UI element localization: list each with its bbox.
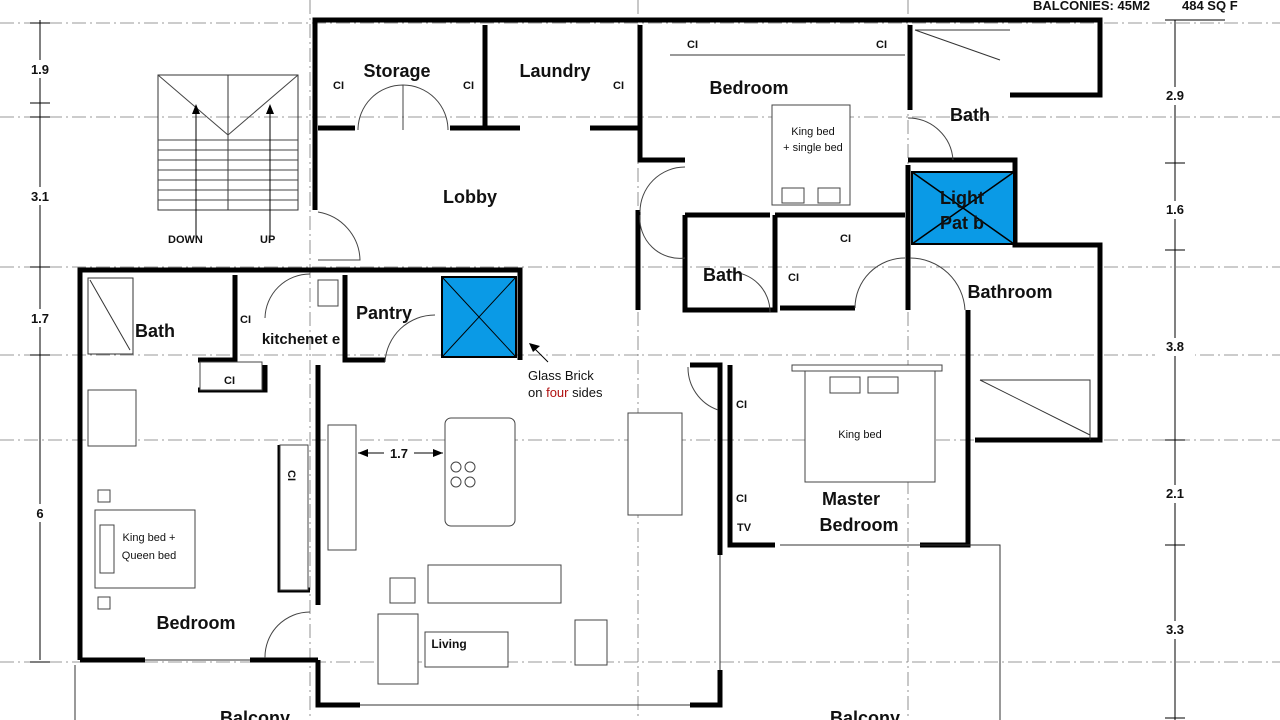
room-pantry: Pantry xyxy=(356,303,412,323)
room-master-line2: Bedroom xyxy=(819,515,898,535)
dim-left-3: 1.7 xyxy=(31,311,49,326)
room-bath-top: Bath xyxy=(950,105,990,125)
kitchen-clearance-dimension: 1.7 xyxy=(358,445,443,461)
closet-label: CI xyxy=(333,80,344,92)
light-patio xyxy=(911,171,1015,245)
room-bedroom-left: Bedroom xyxy=(156,613,235,633)
closet-label: CI xyxy=(736,399,747,411)
closet-label: CI xyxy=(788,272,799,284)
stair-up-label: UP xyxy=(260,234,275,246)
bed-label-left-1: King bed + xyxy=(123,532,176,544)
room-bedroom-top: Bedroom xyxy=(709,78,788,98)
closet-label: CI xyxy=(240,314,251,326)
total-area: 484 SQ F xyxy=(1182,0,1238,13)
dim-right-2: 1.6 xyxy=(1166,202,1184,217)
closet-label: CI xyxy=(463,80,474,92)
room-master-line1: Master xyxy=(822,489,880,509)
room-light-patio-line1: Light xyxy=(940,188,984,208)
closet-label: CI xyxy=(613,80,624,92)
kitchen-dim-label: 1.7 xyxy=(390,446,408,461)
stair-down-label: DOWN xyxy=(168,234,203,246)
balconies-area: BALCONIES: 45M2 xyxy=(1033,0,1150,13)
room-kitchenette: kitchenet e xyxy=(262,331,340,348)
closet-label: CI xyxy=(687,39,698,51)
dimension-left: 1.9 3.1 1.7 6 xyxy=(20,20,60,663)
room-laundry: Laundry xyxy=(519,61,590,81)
dim-left-4: 6 xyxy=(36,506,43,521)
dim-right-3: 3.8 xyxy=(1166,339,1184,354)
room-balcony-left: Balcony xyxy=(220,708,290,720)
room-bathroom: Bathroom xyxy=(968,282,1053,302)
dimension-right: 2.9 1.6 3.8 2.1 3.3 xyxy=(1155,19,1225,720)
tv-label: TV xyxy=(737,522,752,534)
staircase xyxy=(157,74,299,240)
bed-label-top-1: King bed xyxy=(791,126,834,138)
glass-brick-well xyxy=(441,276,517,358)
dim-left-2: 3.1 xyxy=(31,189,49,204)
room-bath-left: Bath xyxy=(135,321,175,341)
dim-right-5: 3.3 xyxy=(1166,622,1184,637)
dim-right-4: 2.1 xyxy=(1166,486,1184,501)
glass-brick-note-line2: on four sides xyxy=(528,385,603,400)
room-living: Living xyxy=(431,637,466,651)
room-storage: Storage xyxy=(363,61,430,81)
room-bath-mid: Bath xyxy=(703,265,743,285)
dim-left-1: 1.9 xyxy=(31,62,49,77)
bed-label-left-2: Queen bed xyxy=(122,550,176,562)
thin-lines xyxy=(74,29,1091,720)
closet-label: CI xyxy=(840,233,851,245)
closet-label: CI xyxy=(736,493,747,505)
room-balcony-right: Balcony xyxy=(830,708,900,720)
closet-label: CI xyxy=(876,39,887,51)
closet-label: CI xyxy=(285,470,297,481)
room-labels: Storage Laundry Bedroom Bath Lobby Light… xyxy=(135,61,1053,720)
bed-label-top-2: + single bed xyxy=(783,142,843,154)
doors xyxy=(264,84,966,659)
bed-label-master: King bed xyxy=(838,429,881,441)
room-lobby: Lobby xyxy=(443,187,497,207)
glass-brick-note-line1: Glass Brick xyxy=(528,368,594,383)
closet-labels: CI CI CI CI CI CI CI CI CI CI CI CI TV xyxy=(224,39,887,534)
dim-right-1: 2.9 xyxy=(1166,88,1184,103)
room-light-patio-line2: Pat b xyxy=(940,213,984,233)
furniture xyxy=(87,104,943,685)
closet-label: CI xyxy=(224,375,235,387)
